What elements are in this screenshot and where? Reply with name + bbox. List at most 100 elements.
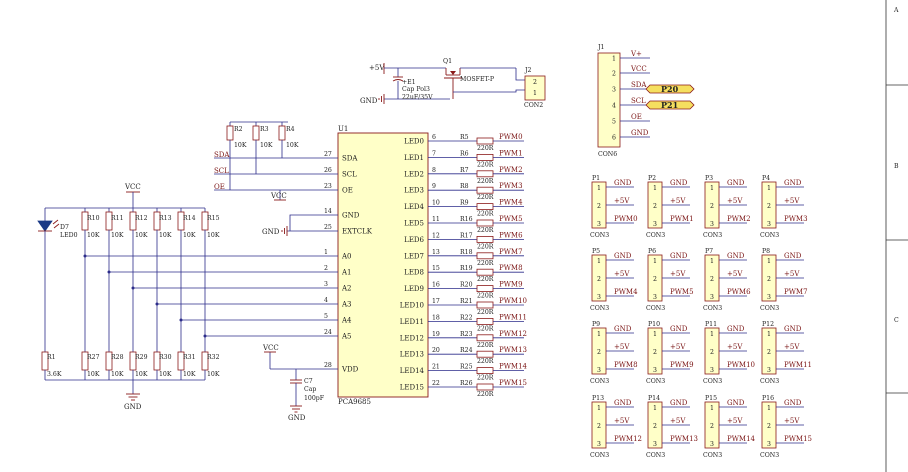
tag-p20: P20 xyxy=(661,84,679,94)
header-net-label: +5V xyxy=(614,417,630,425)
header-net-label: +5V xyxy=(614,197,630,205)
ic-pin-number: 25 xyxy=(324,224,332,231)
junction-dot xyxy=(179,318,183,322)
resistor-val: 10K xyxy=(135,371,148,378)
header-pin-number: 2 xyxy=(597,423,601,430)
j1-pin-number: 2 xyxy=(612,71,616,78)
series-resistor xyxy=(476,186,494,194)
ic-pin-number: 20 xyxy=(432,347,440,354)
ic-pin-number: 9 xyxy=(432,183,436,190)
header-pin-number: 3 xyxy=(767,441,771,448)
servo-headers: P1CON31GND2+5V3PWM0P2CON31GND2+5V3PWM1P3… xyxy=(590,175,812,459)
header-ref: P12 xyxy=(762,321,774,328)
ic-pin-number: 4 xyxy=(324,297,328,304)
ic-pin-name: LED11 xyxy=(400,318,424,326)
ic-pin-number: 19 xyxy=(432,331,440,338)
resistor-val: 220R xyxy=(477,342,494,349)
header-net-label: GND xyxy=(727,252,745,260)
header-ref: P2 xyxy=(648,175,656,182)
pwm-net-label: PWM7 xyxy=(499,248,523,256)
header-pin-number: 1 xyxy=(653,405,657,412)
header-net-label: GND xyxy=(670,399,688,407)
header-net-label: +5V xyxy=(727,197,743,205)
header-pin-number: 3 xyxy=(597,221,601,228)
series-resistor xyxy=(476,383,494,391)
resistor-r3 xyxy=(252,125,260,141)
header-net-label: GND xyxy=(727,179,745,187)
series-resistor xyxy=(476,235,494,243)
header-net-label: GND xyxy=(784,325,802,333)
resistor-ref: R21 xyxy=(460,298,473,305)
cap-val: 100pF xyxy=(304,395,325,402)
vcc-label: VCC xyxy=(124,183,141,191)
junction-dot xyxy=(203,334,207,338)
header-pin-number: 1 xyxy=(653,258,657,265)
mosfet-icon xyxy=(450,71,456,75)
header-type: CON3 xyxy=(760,378,779,385)
resistor-ref: R5 xyxy=(460,134,469,141)
i2c-pullups: R2 10K R3 10K R4 10K SDA SCL OE VCC xyxy=(214,121,338,201)
resistor-ref: R11 xyxy=(111,215,124,222)
header-pin-number: 1 xyxy=(597,185,601,192)
header-type: CON3 xyxy=(646,452,665,459)
led-icon xyxy=(37,220,53,232)
header-pin-number: 2 xyxy=(710,349,714,356)
header-pin-number: 2 xyxy=(597,203,601,210)
junction-dot xyxy=(131,286,135,290)
j1-pin-net: SCL xyxy=(631,97,646,105)
led-res-ref: R1 xyxy=(47,354,56,361)
header-net-label: +5V xyxy=(727,270,743,278)
series-resistor xyxy=(476,252,494,260)
power-input: +5V GND +E1 Cap Pol3 22uF/35V Q1 MOSFET-… xyxy=(360,58,546,109)
gnd-label: GND xyxy=(360,97,378,105)
ic-pin-number: 22 xyxy=(432,380,440,387)
header-pin-number: 1 xyxy=(653,331,657,338)
header-type: CON3 xyxy=(760,305,779,312)
resistor-ref: R25 xyxy=(460,364,473,371)
ic-pin-name: A5 xyxy=(341,333,352,341)
header-ref: P4 xyxy=(762,175,770,182)
resistor-val: 10K xyxy=(183,371,196,378)
header-net-label: PWM8 xyxy=(614,361,638,369)
header-ref: P1 xyxy=(592,175,600,182)
header-net-label: GND xyxy=(784,179,802,187)
ic-pin-number: 11 xyxy=(432,216,440,223)
header-pin-number: 2 xyxy=(710,203,714,210)
cap-type: Cap xyxy=(304,386,316,393)
net-scl-label: SCL xyxy=(214,167,229,175)
ic-part: PCA9685 xyxy=(338,398,371,406)
cap-e1-type: Cap Pol3 xyxy=(402,86,430,93)
j1-pin-number: 4 xyxy=(612,103,616,110)
resistor-val: 10K xyxy=(183,232,196,239)
resistor-val: 10K xyxy=(207,371,220,378)
pwm-net-label: PWM15 xyxy=(499,379,527,387)
header-net-label: GND xyxy=(670,179,688,187)
resistor-ref: R27 xyxy=(87,354,100,361)
header-pin-number: 2 xyxy=(653,203,657,210)
header-pin-number: 1 xyxy=(597,405,601,412)
resistor-val: 220R xyxy=(477,145,494,152)
pullup-ref: R2 xyxy=(234,126,243,133)
header-pin-number: 2 xyxy=(767,423,771,430)
header-pin-number: 3 xyxy=(767,221,771,228)
mosfet-ref: Q1 xyxy=(443,58,452,65)
pullup-val: 10K xyxy=(286,142,299,149)
pwm-net-label: PWM8 xyxy=(499,264,523,272)
ic-pin-name: LED1 xyxy=(404,154,424,162)
resistor-ref: R14 xyxy=(183,215,196,222)
ic-pin-name: GND xyxy=(342,212,360,220)
j1-type: CON6 xyxy=(598,151,617,158)
resistor-val: 220R xyxy=(477,375,494,382)
header-ref: P3 xyxy=(705,175,713,182)
header-pin-number: 2 xyxy=(597,349,601,356)
pwm-net-label: PWM12 xyxy=(499,330,527,338)
ic-pin-name: A4 xyxy=(341,317,352,325)
cap-e1-ref: +E1 xyxy=(402,79,416,86)
ic-pin-number: 5 xyxy=(324,313,328,320)
